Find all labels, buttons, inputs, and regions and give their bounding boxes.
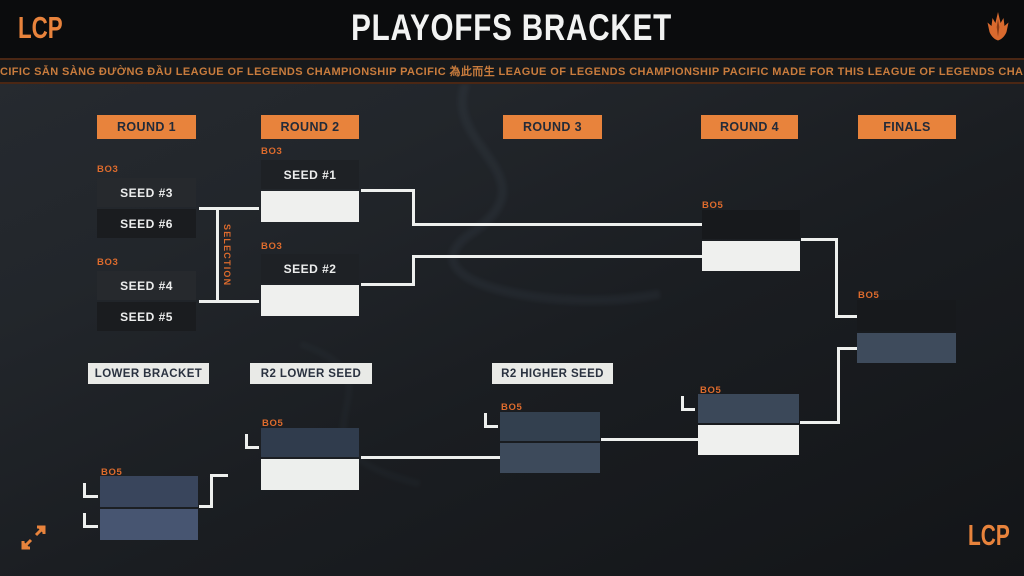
connector-finals-stub-upper (835, 315, 857, 318)
bracket-slot-empty (857, 300, 956, 331)
selection-label: SELECTION (222, 224, 232, 287)
connector-lower-a-step-v (210, 474, 213, 508)
bracket-slot-empty (500, 443, 600, 473)
bracket-slot-empty (857, 333, 956, 363)
round-1-header: ROUND 1 (97, 115, 196, 139)
match-format-label: BO3 (97, 164, 119, 175)
bracket-slot-empty (698, 394, 799, 423)
ticker-text: CIFIC SẴN SÀNG ĐƯỜNG ĐẦU LEAGUE OF LEGEN… (0, 66, 1024, 78)
connector-r2a-to-r4 (412, 223, 702, 226)
selection-connector-bottom (199, 300, 259, 303)
connector-r4b-mark-v (681, 396, 684, 411)
connector-r2ls-mark-h (245, 446, 259, 449)
lcp-logo-bottom-right: LCP (968, 520, 1010, 552)
connector-r4b-mark-h (681, 408, 695, 411)
r2-lower-seed-label: R2 LOWER SEED (250, 363, 372, 384)
connector-r2b-up (412, 255, 415, 286)
bracket-slot-seed5: SEED #5 (97, 302, 196, 331)
bracket-slot-empty (100, 509, 198, 540)
bracket-slot-empty (698, 425, 799, 455)
connector-r2b-exit (361, 283, 415, 286)
round-3-header: ROUND 3 (503, 115, 602, 139)
bracket-slot-empty (100, 476, 198, 507)
bracket-slot-seed2: SEED #2 (261, 254, 359, 283)
connector-r2hs-to-r4b (601, 438, 698, 441)
bracket-slot-seed1: SEED #1 (261, 160, 359, 189)
connector-lower-a-step-h1 (199, 505, 213, 508)
round-2-header: ROUND 2 (261, 115, 359, 139)
match-format-label: BO5 (101, 467, 123, 478)
background-swirl-decoration (448, 84, 661, 305)
selection-connector-top (199, 207, 259, 210)
connector-r2a-exit (361, 189, 415, 192)
connector-lower-a-step-h2 (210, 474, 228, 477)
connector-r4b-exit (800, 421, 840, 424)
connector-r4a-down (835, 238, 838, 318)
match-format-label: BO5 (262, 418, 284, 429)
finals-header: FINALS (858, 115, 956, 139)
top-bar: LCP PLAYOFFS BRACKET (0, 0, 1024, 58)
match-format-label: BO5 (858, 290, 880, 301)
connector-finals-stub-lower (837, 347, 857, 350)
connector-r2ls-mark-v (245, 434, 248, 449)
connector-r4a-exit (801, 238, 838, 241)
match-format-label: BO3 (97, 257, 119, 268)
bracket-slot-empty (261, 191, 359, 222)
match-format-label: BO3 (261, 241, 283, 252)
connector-r2a-down (412, 189, 415, 226)
bracket-slot-empty (261, 285, 359, 316)
connector-r2hs-mark-v (484, 413, 487, 428)
connector-r4b-up (837, 347, 840, 424)
match-format-label: BO5 (501, 402, 523, 413)
page-title: PLAYOFFS BRACKET (351, 7, 673, 48)
match-format-label: BO5 (702, 200, 724, 211)
bracket-slot-empty (261, 428, 359, 457)
bracket-slot-empty (702, 241, 800, 271)
lcp-flame-emblem-icon (987, 12, 1009, 41)
bracket-slot-seed3: SEED #3 (97, 178, 196, 207)
expand-icon[interactable] (20, 524, 47, 551)
connector-lower-a-mark1-h (83, 495, 98, 498)
r2-higher-seed-label: R2 HIGHER SEED (492, 363, 613, 384)
bracket-slot-empty (500, 412, 600, 441)
bracket-slot-empty (702, 210, 800, 239)
connector-r2ls-to-r2hs (361, 456, 500, 459)
ticker-bar: CIFIC SẴN SÀNG ĐƯỜNG ĐẦU LEAGUE OF LEGEN… (0, 58, 1024, 84)
lower-bracket-label: LOWER BRACKET (88, 363, 209, 384)
round-4-header: ROUND 4 (701, 115, 798, 139)
connector-r2b-to-r4 (412, 255, 702, 258)
selection-connector-spine (216, 207, 219, 303)
connector-r2hs-mark-h (484, 425, 498, 428)
bracket-slot-seed4: SEED #4 (97, 271, 196, 300)
bracket-slot-empty (261, 459, 359, 490)
lcp-logo-top-left: LCP (18, 10, 63, 45)
bracket-slot-seed6: SEED #6 (97, 209, 196, 238)
connector-lower-a-mark1-v (83, 483, 86, 498)
connector-lower-a-mark2-h (83, 525, 98, 528)
match-format-label: BO3 (261, 146, 283, 157)
match-format-label: BO5 (700, 385, 722, 396)
connector-lower-a-mark2-v (83, 513, 86, 528)
